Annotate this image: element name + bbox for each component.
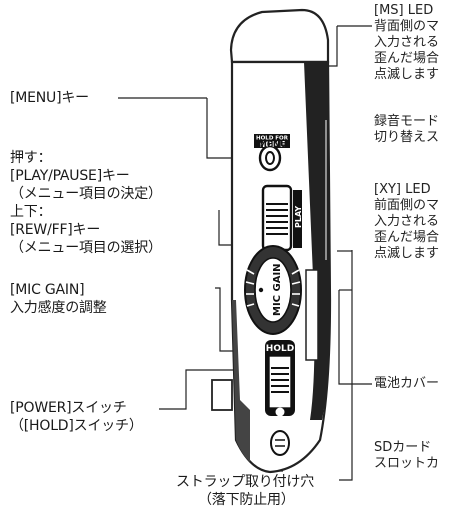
rec-mode-line1: 録音モード [374, 114, 440, 129]
updown-label: 上下： [10, 204, 52, 220]
hold-switch-label: （[HOLD]スイッチ） [10, 418, 143, 434]
power-switch-label: [POWER]スイッチ [10, 400, 127, 416]
mic-gain-key-label: [MIC GAIN] [10, 282, 85, 298]
device-hold-for-text: HOLD FOR [256, 136, 289, 142]
recorder-body [211, 8, 332, 474]
play-pause-key-label: [PLAY/PAUSE]キー [10, 168, 130, 184]
strap-hole-note: （落下防止用） [198, 492, 295, 508]
xy-led-line3: 歪んだ場合 [374, 230, 440, 245]
ms-led-line2: 入力される [374, 35, 440, 50]
device-hold-text: HOLD [266, 344, 294, 354]
rew-ff-key-label: [REW/FF]キー [10, 222, 101, 238]
rec-mode-line2: 切り替えス [374, 130, 440, 145]
device-home-text: HOME [259, 140, 286, 149]
sd-line1: SDカード [374, 440, 432, 455]
ms-led-title: [MS] LED [374, 3, 434, 18]
strap-hole-label: ストラップ取り付け穴 [176, 474, 314, 490]
rew-ff-desc: （メニュー項目の選択） [10, 240, 162, 256]
battery-cover-label: 電池カバー [374, 376, 440, 391]
play-pause-desc: （メニュー項目の決定） [10, 186, 162, 202]
xy-led-line2: 入力される [374, 214, 440, 229]
xy-led-line4: 点滅します [374, 246, 440, 261]
press-label: 押す： [10, 150, 52, 166]
ms-led-line3: 歪んだ場合 [374, 51, 440, 66]
device-mic-gain-text: MIC GAIN [272, 263, 283, 316]
menu-key-label: [MENU]キー [10, 90, 89, 106]
ms-led-line4: 点滅します [374, 67, 440, 82]
mic-gain-desc: 入力感度の調整 [10, 300, 107, 316]
device-play-text: PLAY [294, 206, 303, 228]
ms-led-line1: 背面側のマ [374, 19, 440, 34]
sd-line2: スロットカ [374, 456, 440, 471]
xy-led-line1: 前面側のマ [374, 198, 440, 213]
device-menu-word: MENU [258, 140, 288, 150]
xy-led-title: [XY] LED [374, 182, 431, 197]
